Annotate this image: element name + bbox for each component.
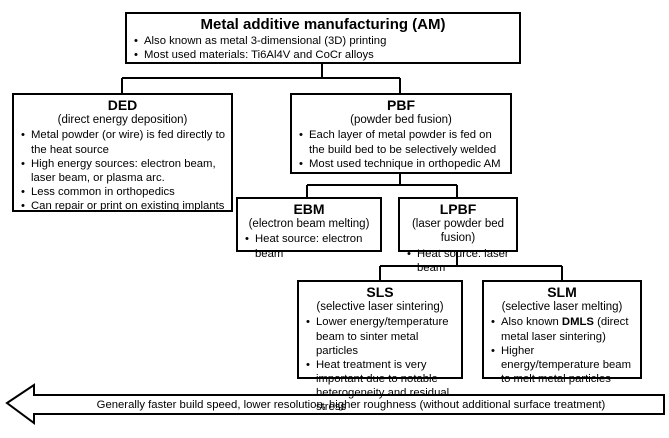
ebm-title: EBM	[293, 201, 325, 217]
sls-subtitle: (selective laser sintering)	[316, 301, 444, 314]
am-node: Metal additive manufacturing (AM) Also k…	[125, 12, 521, 64]
ded-subtitle: (direct energy deposition)	[57, 114, 188, 127]
lpbf-title: LPBF	[439, 201, 477, 217]
ebm-node: EBM (electron beam melting) Heat source:…	[236, 197, 382, 260]
ded-bullet: Less common in orthopedics	[20, 185, 225, 199]
sls-bullets: Lower energy/temperature beam to sinter …	[305, 315, 455, 414]
sls-bullet: Lower energy/temperature beam to sinter …	[305, 315, 455, 357]
pbf-bullet: Each layer of metal powder is fed on the…	[298, 128, 504, 156]
ebm-bullet: Heat source: electron beam	[244, 232, 374, 260]
slm-bullet-text-post: (direct metal laser sintering)	[501, 316, 629, 343]
lpbf-node: LPBF (laser powder bed fusion) Heat sour…	[398, 197, 518, 274]
ded-bullets: Metal powder (or wire) is fed directly t…	[20, 128, 225, 213]
slm-bullet-text-bold: DMLS	[561, 316, 594, 329]
ebm-subtitle: (electron beam melting)	[248, 218, 370, 231]
am-bullet: Most used materials: Ti6Al4V and CoCr al…	[133, 48, 513, 62]
ded-bullet: Can repair or print on existing implants	[20, 199, 225, 213]
am-bullets: Also known as metal 3-dimensional (3D) p…	[133, 34, 513, 62]
slm-bullet: Higher energy/temperature beam to melt m…	[490, 344, 634, 386]
slm-bullets: Also known DMLS (direct metal laser sint…	[490, 315, 634, 386]
pbf-bullet: Most used technique in orthopedic AM	[298, 157, 504, 171]
am-bullet: Also known as metal 3-dimensional (3D) p…	[133, 34, 513, 48]
pbf-title: PBF	[387, 97, 415, 113]
slm-bullet: Also known DMLS (direct metal laser sint…	[490, 315, 634, 343]
slm-bullet-text-pre: Also known	[501, 316, 562, 329]
am-title: Metal additive manufacturing (AM)	[200, 16, 446, 33]
lpbf-subtitle: (laser powder bed fusion)	[411, 218, 505, 245]
trend-arrow-label: Generally faster build speed, lower reso…	[96, 399, 606, 411]
slm-subtitle: (selective laser melting)	[501, 301, 623, 314]
sls-bullet: Heat treatment is very important due to …	[305, 358, 455, 414]
pbf-bullets: Each layer of metal powder is fed on the…	[298, 128, 504, 170]
ded-bullet: High energy sources: electron beam, lase…	[20, 157, 225, 185]
sls-title: SLS	[366, 284, 394, 300]
ded-node: DED (direct energy deposition) Metal pow…	[12, 93, 233, 213]
ebm-bullets: Heat source: electron beam	[244, 232, 374, 260]
sls-node: SLS (selective laser sintering) Lower en…	[297, 280, 463, 413]
slm-title: SLM	[547, 284, 577, 300]
ded-title: DED	[107, 97, 138, 113]
ded-bullet: Metal powder (or wire) is fed directly t…	[20, 128, 225, 156]
pbf-subtitle: (powder bed fusion)	[350, 114, 452, 127]
lpbf-bullet: Heat source: laser beam	[406, 247, 510, 275]
lpbf-bullets: Heat source: laser beam	[406, 247, 510, 275]
pbf-node: PBF (powder bed fusion) Each layer of me…	[290, 93, 512, 174]
slm-node: SLM (selective laser melting) Also known…	[482, 280, 642, 385]
